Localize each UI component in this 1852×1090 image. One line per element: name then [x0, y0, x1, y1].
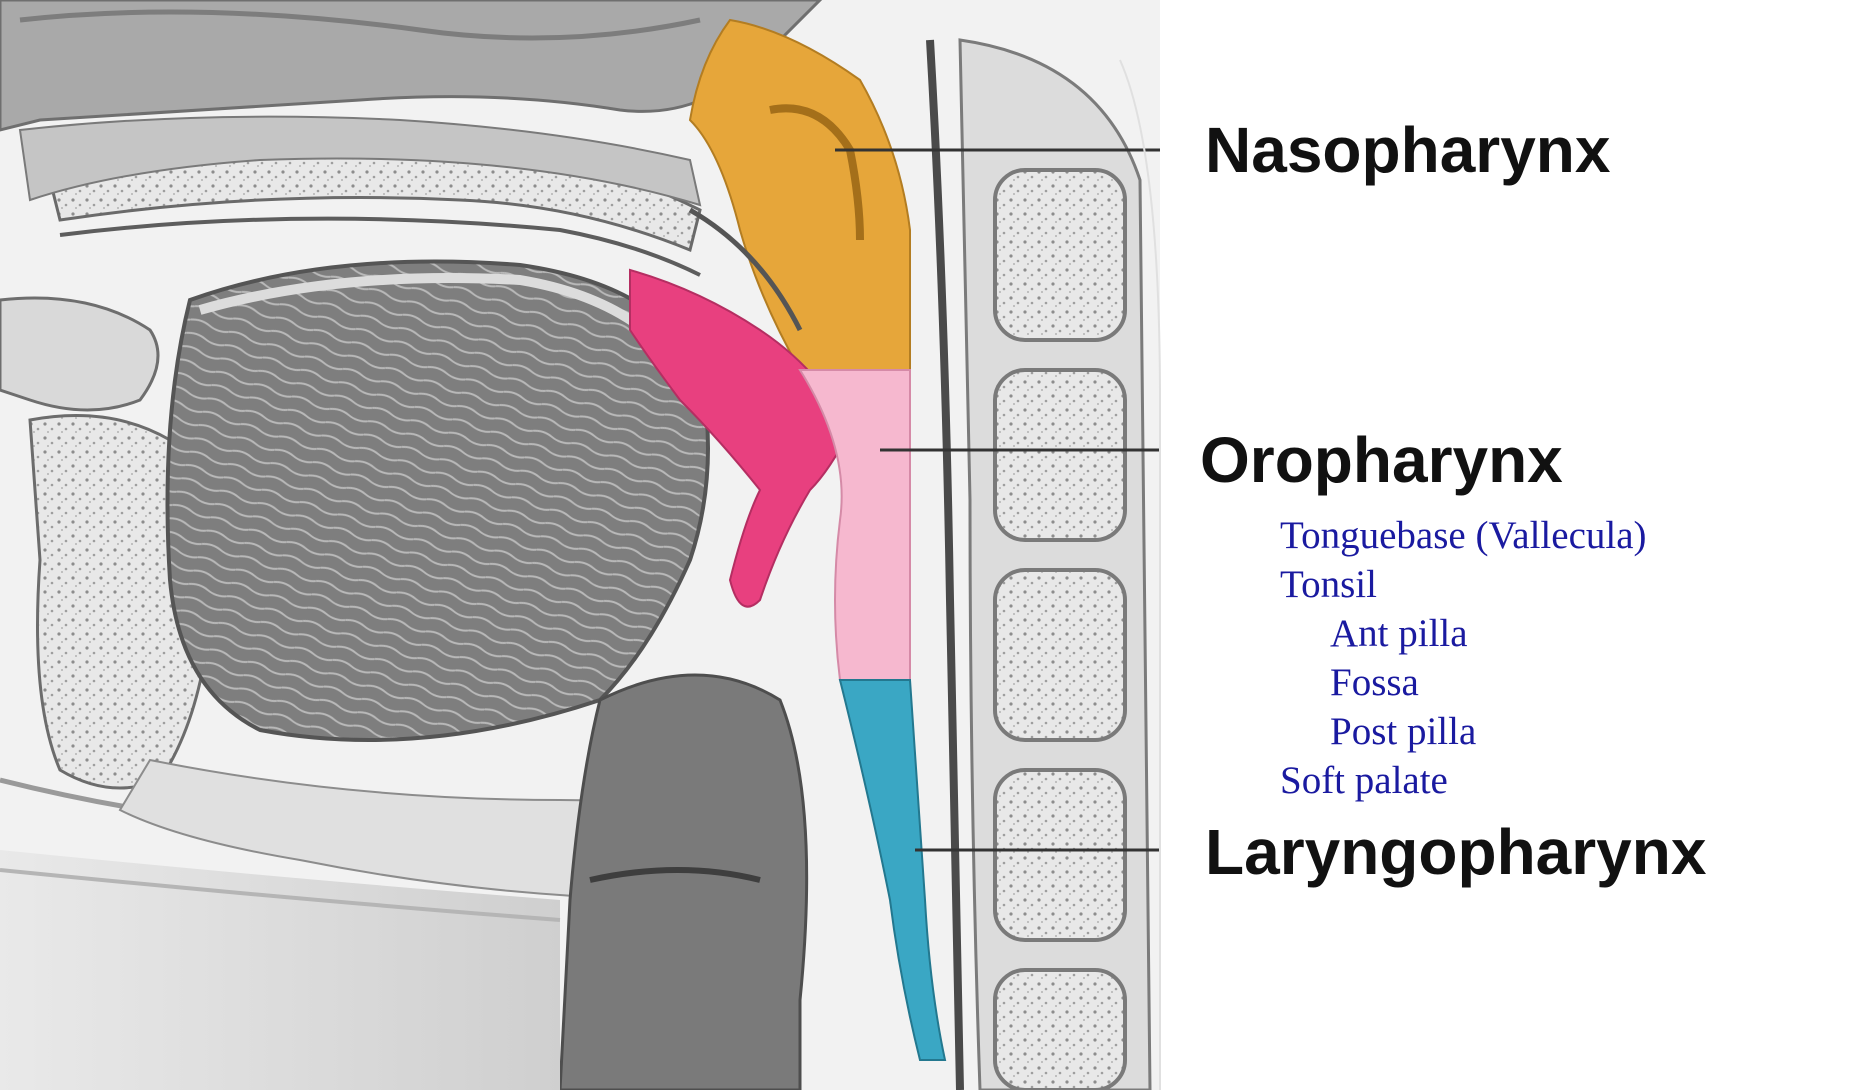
larynx	[560, 675, 807, 1090]
nasopharynx-label: Nasopharynx	[1205, 118, 1610, 182]
laryngopharynx-label: Laryngopharynx	[1205, 820, 1706, 884]
tongue	[168, 262, 709, 740]
oropharynx-label: Oropharynx	[1200, 428, 1563, 492]
subsite-tonguebase: Tonguebase (Vallecula)	[1280, 516, 1647, 555]
subsite-fossa: Fossa	[1330, 663, 1419, 702]
subsite-post-pilla: Post pilla	[1330, 712, 1476, 751]
subsite-ant-pilla: Ant pilla	[1330, 614, 1468, 653]
subsite-soft-palate: Soft palate	[1280, 761, 1448, 800]
subsite-tonsil: Tonsil	[1280, 565, 1377, 604]
